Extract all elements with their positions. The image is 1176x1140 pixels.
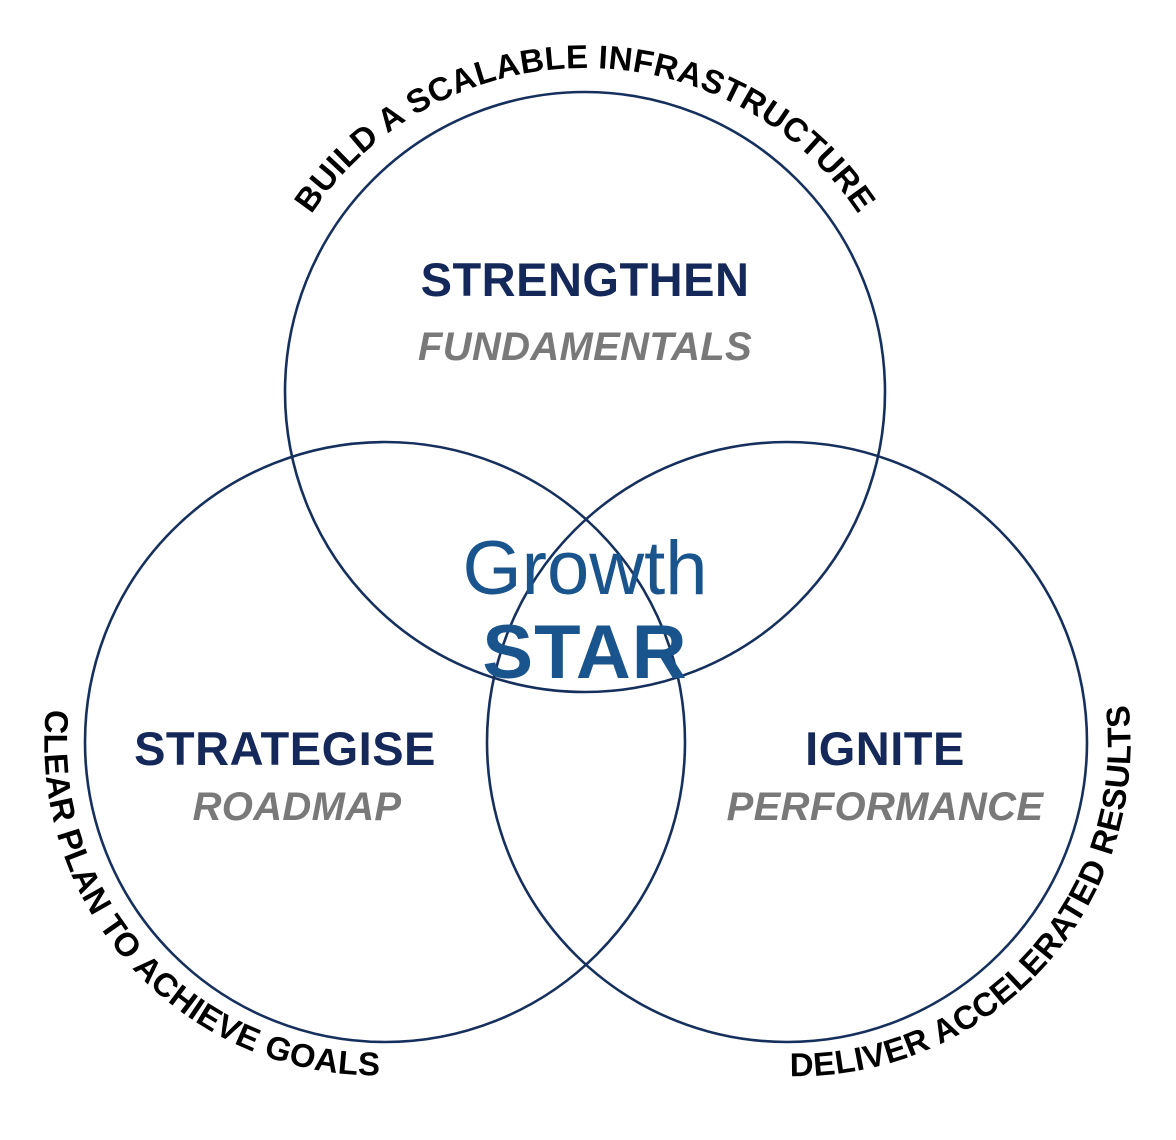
circle-ignite xyxy=(485,440,1089,1044)
lobe-subtitle-roadmap: ROADMAP xyxy=(193,785,402,829)
lobe-title-strengthen: STRENGTHEN xyxy=(421,253,750,306)
circle-strengthen xyxy=(283,90,887,694)
lobe-title-strategise: STRATEGISE xyxy=(134,722,436,775)
outer-label-top-text: BUILD A SCALABLE INFRASTRUCTURE xyxy=(287,38,883,219)
outer-label-top: BUILD A SCALABLE INFRASTRUCTURE xyxy=(287,38,883,219)
circle-strategise xyxy=(83,440,687,1044)
lobe-subtitle-performance: PERFORMANCE xyxy=(727,785,1045,829)
lobe-title-ignite: IGNITE xyxy=(805,722,965,775)
center-label-star: STAR xyxy=(482,610,687,695)
center-label-growth: Growth xyxy=(463,526,708,611)
lobe-subtitle-fundamentals: FUNDAMENTALS xyxy=(418,325,752,369)
